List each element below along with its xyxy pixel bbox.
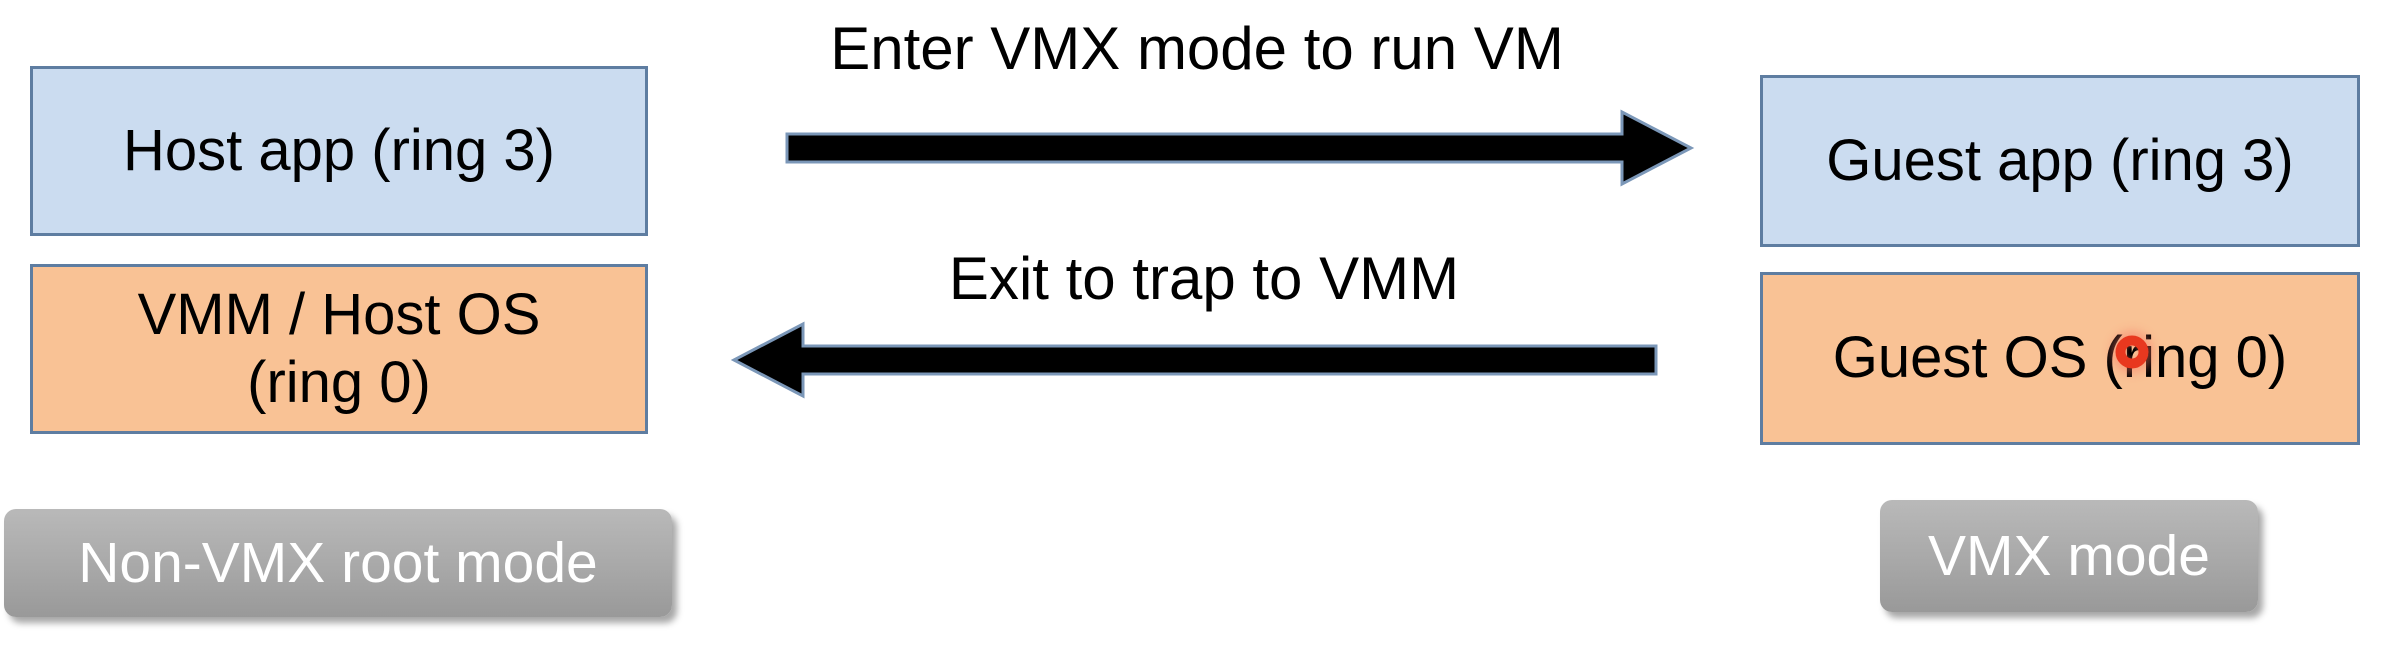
enter-vmx-arrow-right (785, 109, 1695, 187)
exit-to-vmm-arrow-left (730, 321, 1658, 399)
vmm-host-os-line2: (ring 0) (247, 350, 431, 415)
guest-app-label: Guest app (ring 3) (1826, 127, 2294, 193)
vmm-host-os-label: VMM / Host OS (ring 0) (138, 281, 541, 418)
guest-app-box: Guest app (ring 3) (1760, 75, 2360, 247)
guest-os-pointed-char-text: r (2122, 325, 2143, 391)
vmm-host-os-line1: VMM / Host OS (137, 281, 541, 347)
host-app-box: Host app (ring 3) (30, 66, 648, 236)
vmm-host-os-box: VMM / Host OS (ring 0) (30, 264, 648, 434)
guest-os-label-post: ing 0) (2142, 325, 2288, 391)
non-vmx-root-mode-label: Non-VMX root mode (78, 531, 598, 595)
guest-os-pointed-char: r (2115, 324, 2149, 392)
enter-vmx-label: Enter VMX mode to run VM (830, 15, 1564, 82)
exit-to-vmm-label: Exit to trap to VMM (948, 245, 1460, 312)
non-vmx-root-mode-badge: Non-VMX root mode (4, 509, 672, 617)
host-app-label: Host app (ring 3) (123, 117, 555, 183)
vmx-mode-badge: VMX mode (1880, 500, 2258, 612)
vmx-mode-label: VMX mode (1928, 524, 2210, 588)
guest-os-label-pre: Guest OS ( (1832, 325, 2123, 391)
